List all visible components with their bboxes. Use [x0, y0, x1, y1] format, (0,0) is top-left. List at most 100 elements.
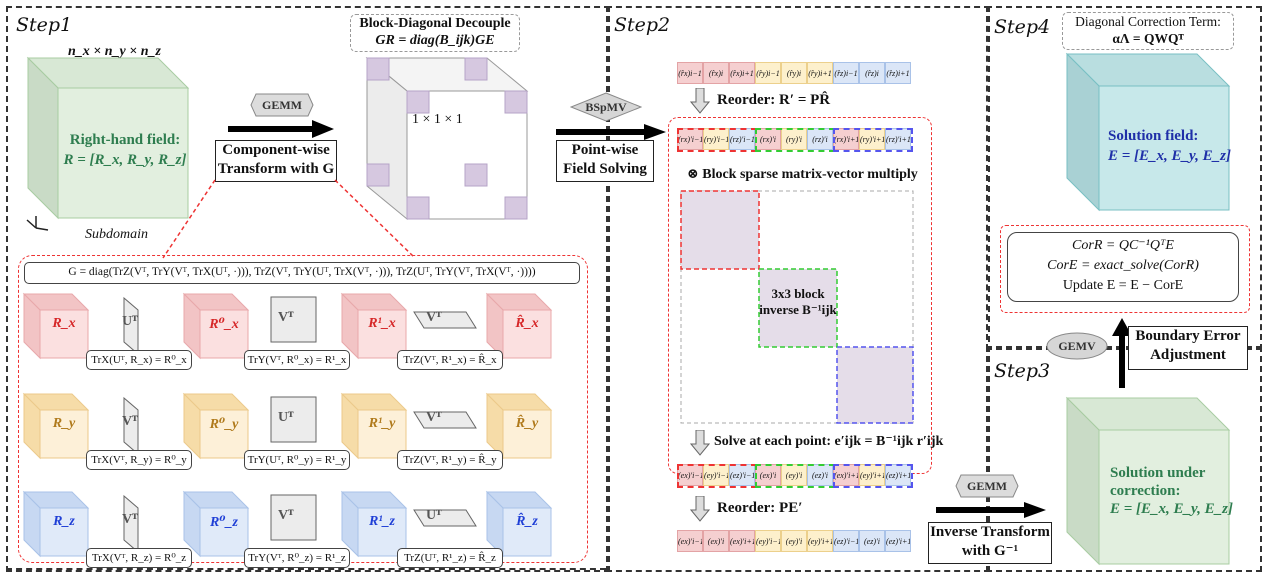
vector-cell: (ez)′i−1 — [833, 530, 859, 552]
block-diag-box: Block-Diagonal Decouple GR = diag(B_ijk)… — [350, 14, 520, 52]
bsmv-label: ⊗ Block sparse matrix-vector multiply — [687, 167, 918, 182]
vector-cell: (r̂y)i — [781, 62, 807, 84]
inverse-box-line1: Inverse Transform — [930, 524, 1050, 540]
rhs-field-formula: R = [R_x, R_y, R_z] — [63, 152, 187, 168]
trx-equation: TrX(Vᵀ, R_z) = R⁰_z — [86, 548, 192, 568]
input-label: R_x — [52, 316, 76, 331]
output-cube — [485, 392, 553, 460]
r0-label: R⁰_x — [209, 317, 239, 332]
boundary-box-line2: Adjustment — [1150, 347, 1226, 363]
vector-cell: (ey)′i — [781, 530, 807, 552]
matrix2-label: Uᵀ — [278, 410, 294, 425]
down-arrow-icon — [690, 88, 710, 114]
step2-label: Step2 — [614, 14, 671, 36]
vector-cell: (ex)′i+1 — [729, 530, 755, 552]
matrix3-label-shape — [413, 411, 477, 429]
r1-label: R¹_z — [369, 514, 395, 529]
correction-box: CorR = QC⁻¹QᵀE CorE = exact_solve(CorR) … — [1007, 232, 1239, 302]
trz-equation: TrZ(Vᵀ, R¹_x) = R̂_x — [397, 350, 503, 370]
bspmv-badge-shape — [570, 92, 642, 122]
matrix3-label: Vᵀ — [426, 410, 442, 425]
vector-cell: (r̂y)i+1 — [807, 62, 833, 84]
r1-label: R¹_y — [368, 416, 396, 431]
reorder2-label: Reorder: PE′ — [717, 500, 803, 516]
point-group-outline — [677, 464, 757, 488]
transform-box-line1: Component-wise — [222, 142, 330, 158]
subdomain-label: Subdomain — [85, 227, 148, 242]
vector-cell: (r̂z)i — [859, 62, 885, 84]
vector-cell: (r̂x)i−1 — [677, 62, 703, 84]
trx-equation: TrX(Uᵀ, R_x) = R⁰_x — [86, 350, 192, 370]
corr-line-2: CorE = exact_solve(CorR) — [1047, 258, 1199, 273]
point-group-outline — [833, 128, 913, 152]
block-matrix — [680, 190, 914, 424]
matrix3-label-shape — [413, 509, 477, 527]
forward-arrow-icon — [936, 502, 1046, 518]
vector-cell: (ry)′i−1 — [703, 128, 729, 150]
point-group-outline — [677, 128, 757, 152]
gemv-badge: GEMV — [1058, 339, 1096, 353]
g-formula: G = diag(TrZ(Vᵀ, TrY(Vᵀ, TrX(Uᵀ, ·))), T… — [24, 262, 580, 284]
r0-label: R⁰_z — [210, 515, 238, 530]
zoom-connector — [162, 179, 416, 259]
vector-cell: (ex)′i−1 — [677, 530, 703, 552]
output-label: R̂_x — [515, 316, 539, 331]
vector-cell: (ex)′i — [703, 530, 729, 552]
reorder1-label: Reorder: R′ = PR̂ — [717, 92, 831, 108]
r0-cube — [182, 292, 250, 360]
grid-dims: n_x × n_y × n_z — [68, 44, 161, 59]
matrix3-label: Uᵀ — [426, 508, 442, 523]
gemv-badge-shape — [1046, 332, 1108, 360]
point-group-outline — [755, 464, 835, 488]
step4-label: Step4 — [994, 16, 1051, 38]
pointwise-solve-box: Point-wise Field Solving — [556, 140, 654, 182]
input-cube — [22, 490, 90, 558]
gemm-badge-shape — [250, 93, 314, 117]
corr-line-1: CorR = QC⁻¹QᵀE — [1072, 238, 1174, 253]
r0-cube — [182, 392, 250, 460]
block-center-label: 1 × 1 × 1 — [412, 112, 463, 127]
vector-cell: (ez)′i+1 — [885, 530, 911, 552]
solution-field-formula: E = [E_x, E_y, E_z] — [1108, 148, 1231, 164]
matrix1-label: Vᵀ — [122, 512, 138, 527]
gemm-badge: GEMM — [262, 98, 302, 112]
transform-box: Component-wise Transform with G — [215, 140, 337, 182]
solution-correction-line1: Solution under — [1110, 465, 1206, 481]
solution-correction-line2: correction: — [1110, 483, 1181, 499]
try-equation: TrY(Uᵀ, R⁰_y) = R¹_y — [244, 450, 350, 470]
matrix3-label: Vᵀ — [426, 310, 442, 325]
vector-cell: (r̂z)i−1 — [833, 62, 859, 84]
rhs-field-title: Right-hand field: — [69, 132, 181, 148]
transform-box-line2: Transform with G — [217, 161, 335, 177]
try-equation: TrY(Vᵀ, R⁰_x) = R¹_x — [244, 350, 350, 370]
vector-cell: (ey)′i+1 — [859, 464, 885, 486]
gemm2-badge-shape — [955, 474, 1019, 498]
trz-equation: TrZ(Uᵀ, R¹_z) = R̂_z — [397, 548, 503, 568]
vector-cell: (r̂z)i+1 — [885, 62, 911, 84]
matrix3-label-shape — [413, 311, 477, 329]
solution-correction-cube — [1065, 396, 1231, 566]
block-inverse-label: 3x3 block inverse B⁻¹ijk — [759, 286, 837, 318]
block-label-line2: inverse B⁻¹ijk — [759, 302, 837, 317]
step1-panel — [6, 6, 610, 572]
vector-cell: (ez)′i — [859, 530, 885, 552]
try-equation: TrY(Vᵀ, R⁰_z) = R¹_z — [244, 548, 350, 568]
trx-equation: TrX(Vᵀ, R_y) = R⁰_y — [86, 450, 192, 470]
r0-label: R⁰_y — [209, 417, 239, 432]
step1-bottom-divider — [6, 568, 606, 570]
block-label-line1: 3x3 block — [771, 286, 825, 301]
output-cube — [485, 490, 553, 558]
output-label: R̂_y — [515, 416, 539, 431]
bspmv-badge: BSpMV — [585, 100, 627, 114]
matrix2-label: Vᵀ — [278, 310, 294, 325]
gemm2-badge: GEMM — [967, 479, 1007, 493]
subdomain-cube — [26, 56, 190, 220]
inverse-transform-box: Inverse Transform with G⁻¹ — [928, 522, 1052, 564]
r1-cube — [340, 292, 408, 360]
forward-arrow-icon — [228, 120, 334, 138]
point-group-outline — [755, 128, 835, 152]
matrix1-label: Uᵀ — [122, 314, 138, 329]
vector-cell: (ey)′i+1 — [807, 530, 833, 552]
input-label: R_z — [53, 514, 75, 529]
output-label: R̂_z — [516, 514, 538, 529]
